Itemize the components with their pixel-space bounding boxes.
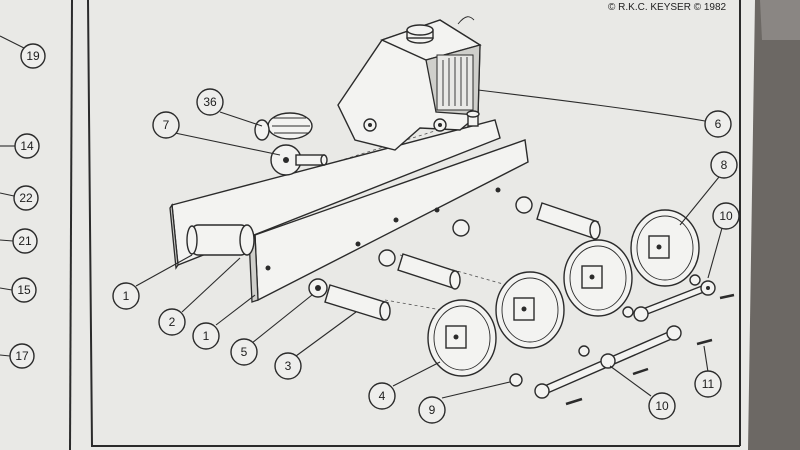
svg-text:3: 3 bbox=[285, 359, 292, 373]
svg-text:17: 17 bbox=[15, 349, 29, 363]
main-panel-border bbox=[87, 0, 740, 447]
spur-gear bbox=[270, 144, 328, 176]
svg-text:8: 8 bbox=[721, 158, 728, 172]
svg-text:7: 7 bbox=[163, 118, 170, 132]
coupling-rod-lower bbox=[534, 325, 682, 399]
callout-10-upper: 10 bbox=[712, 202, 740, 230]
wheel-3 bbox=[563, 239, 633, 317]
svg-text:4: 4 bbox=[379, 389, 386, 403]
callout-11: 11 bbox=[694, 370, 722, 398]
front-side-plate bbox=[248, 139, 529, 303]
worm-gear bbox=[254, 112, 313, 141]
axle-shafts bbox=[324, 202, 601, 321]
callout-4: 4 bbox=[368, 382, 396, 410]
svg-text:11: 11 bbox=[702, 377, 715, 391]
callout-8: 8 bbox=[710, 151, 738, 179]
top-screw bbox=[466, 110, 480, 127]
left-callout-15: 15 bbox=[11, 277, 37, 303]
svg-text:10: 10 bbox=[655, 399, 669, 413]
callout-6: 6 bbox=[704, 110, 732, 138]
callout-36: 36 bbox=[196, 88, 224, 116]
svg-text:1: 1 bbox=[123, 289, 130, 303]
left-callout-14: 14 bbox=[14, 133, 40, 159]
svg-text:2: 2 bbox=[169, 315, 176, 329]
svg-text:22: 22 bbox=[19, 191, 33, 205]
rear-axle-spacer bbox=[186, 224, 255, 256]
svg-text:36: 36 bbox=[203, 95, 217, 109]
svg-text:10: 10 bbox=[719, 209, 733, 223]
svg-text:5: 5 bbox=[241, 345, 248, 359]
left-callout-21: 21 bbox=[12, 228, 38, 254]
callout-1-left: 1 bbox=[112, 282, 140, 310]
callout-1-right: 1 bbox=[192, 322, 220, 350]
callout-5: 5 bbox=[230, 338, 258, 366]
left-callout-22: 22 bbox=[13, 185, 39, 211]
svg-text:1: 1 bbox=[203, 329, 210, 343]
svg-text:19: 19 bbox=[26, 49, 40, 63]
coupling-rod-upper bbox=[633, 280, 716, 322]
crank-pins bbox=[509, 274, 735, 406]
wheel-2 bbox=[495, 271, 565, 349]
svg-text:15: 15 bbox=[17, 283, 31, 297]
left-callout-17: 17 bbox=[9, 343, 35, 369]
callout-7: 7 bbox=[152, 111, 180, 139]
wheel-front-left bbox=[427, 299, 497, 377]
svg-text:9: 9 bbox=[429, 403, 436, 417]
rear-side-plate bbox=[169, 119, 501, 270]
wheel-rear-right bbox=[630, 209, 700, 287]
callout-2: 2 bbox=[158, 308, 186, 336]
svg-text:14: 14 bbox=[20, 139, 34, 153]
callout-3: 3 bbox=[274, 352, 302, 380]
callout-10-lower: 10 bbox=[648, 392, 676, 420]
copyright-text: © R.K.C. KEYSER © 1982 bbox=[608, 2, 727, 13]
left-panel-border bbox=[69, 0, 73, 450]
svg-text:21: 21 bbox=[18, 234, 32, 248]
washers bbox=[308, 196, 533, 298]
left-callout-19: 19 bbox=[20, 43, 46, 69]
svg-text:6: 6 bbox=[715, 117, 722, 131]
callout-9: 9 bbox=[418, 396, 446, 424]
